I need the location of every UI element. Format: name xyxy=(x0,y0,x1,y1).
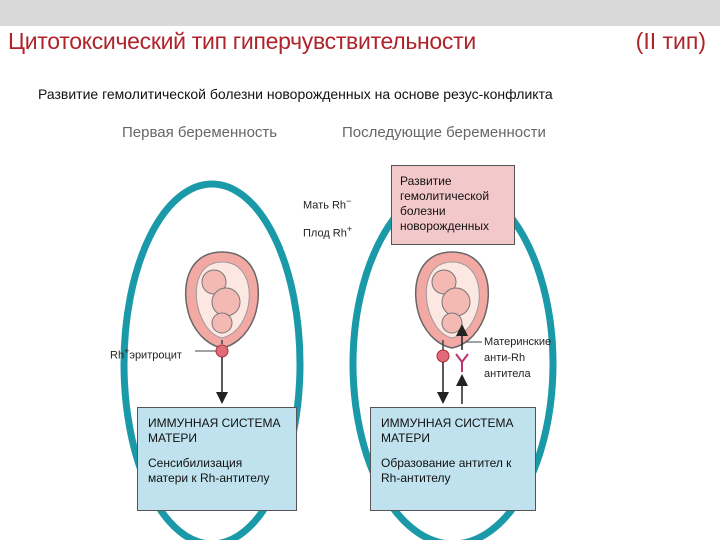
column-heading-first-pregnancy: Первая беременность xyxy=(122,124,278,141)
first-pregnancy-oval xyxy=(120,180,304,540)
slide-title: Цитотоксический тип гиперчувствительност… xyxy=(8,28,476,54)
maternal-antibodies-label: Материнские анти-Rh антитела xyxy=(484,336,552,380)
left-immune-system-box: ИММУННАЯ СИСТЕМА МАТЕРИ Сенсибилизация м… xyxy=(137,407,297,511)
left-erythrocyte xyxy=(215,344,229,358)
slide-subtitle: Развитие гемолитической болезни новорожд… xyxy=(38,86,553,102)
slide-title-type: (II тип) xyxy=(635,28,706,54)
rh-erythrocyte-label: Rh+эритроцит xyxy=(110,346,182,362)
right-immune-system-box: ИММУННАЯ СИСТЕМА МАТЕРИ Образование анти… xyxy=(370,407,536,511)
top-bar xyxy=(0,0,720,26)
mother-rh-label: Мать Rh− xyxy=(303,196,352,212)
left-uterus-illustration xyxy=(184,251,260,349)
antibody-icon xyxy=(455,353,469,372)
hemolytic-disease-box: Развитие гемолитической болезни новорожд… xyxy=(391,165,515,245)
right-erythrocyte xyxy=(436,349,450,363)
right-uterus-illustration xyxy=(414,251,490,349)
fetus-rh-label: Плод Rh+ xyxy=(303,224,353,240)
column-heading-next-pregnancies: Последующие беременности xyxy=(342,124,546,141)
